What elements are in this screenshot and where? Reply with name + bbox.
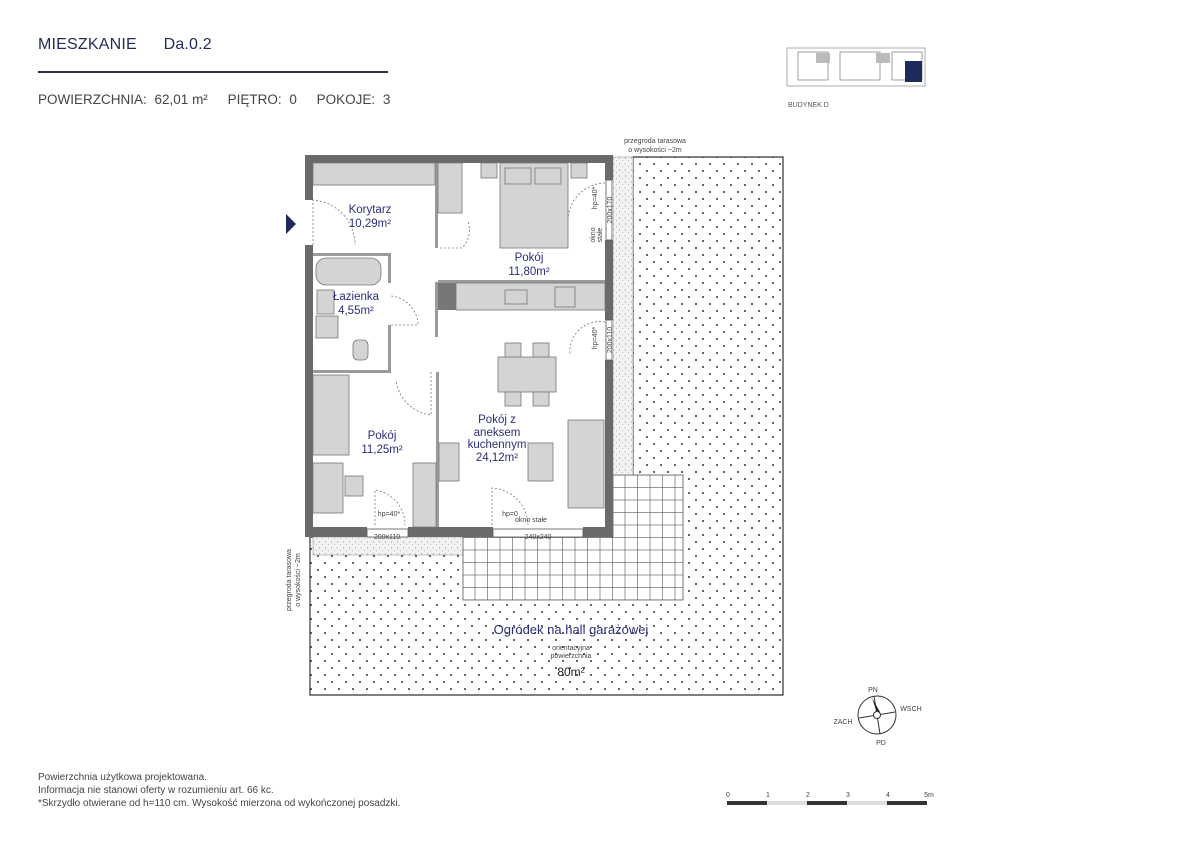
partition-left-2: o wysokości ~2m (295, 553, 302, 607)
garden-sub1: orientacyjna (552, 645, 590, 652)
floor-value: 0 (289, 92, 297, 107)
bedroom2-area: 11,25m² (361, 444, 403, 456)
corridor-area: 10,29m² (349, 218, 391, 230)
scale-tick: 4 (886, 792, 890, 799)
unit-stats: POWIERZCHNIA: 62,01 m² PIĘTRO: 0 POKOJE:… (38, 92, 394, 107)
scale-tick: 2 (806, 792, 810, 799)
win-right-top: 200x170 (607, 196, 614, 223)
area-label: POWIERZCHNIA: (38, 92, 147, 107)
compass-n: PN (868, 687, 878, 694)
interior-walls (313, 163, 605, 527)
title-divider (38, 71, 388, 73)
corridor-name: Korytarz (349, 204, 392, 216)
dining-table (497, 356, 557, 393)
scale-tick: 1 (766, 792, 770, 799)
unit-highlight (905, 61, 922, 82)
win-bottom-mid: 240x240 (525, 534, 552, 541)
entrance-door (312, 199, 356, 246)
hp-bottom-left: hp=40* (378, 511, 401, 518)
closet (437, 162, 463, 214)
living-name-3: kuchennym (468, 439, 527, 451)
kitchen-counter (455, 282, 606, 311)
note: *Skrzydło otwierane od h=110 cm. Wysokoś… (38, 798, 401, 809)
key-plan: BUDYNEK D (786, 47, 926, 109)
bedroom1-name: Pokój (515, 252, 544, 264)
single-bed (312, 374, 350, 456)
washing-machine (315, 315, 339, 339)
wardrobe-2 (412, 462, 437, 528)
note: Informacja nie stanowi oferty w rozumien… (38, 785, 274, 796)
hp-bottom-mid: hp=0 (502, 511, 518, 518)
fixed-window-right-1: okno (590, 227, 597, 242)
garden-title: Ogródek na hali garażowej (494, 622, 649, 637)
compass-e: WSCH (900, 706, 921, 713)
cooktop (554, 286, 576, 308)
garden-area: 80m² (557, 665, 584, 679)
area-value: 62,01 m² (154, 92, 208, 107)
win-right-mid: 200x110 (607, 327, 614, 353)
hp-right-top: hp=40* (592, 187, 599, 210)
scale-tick: 0 (726, 792, 730, 799)
floor-label: PIĘTRO: (227, 92, 282, 107)
partition-top-1: przegroda tarasowa (624, 138, 686, 145)
scale-tick: 3 (846, 792, 850, 799)
garden-sub2: powierzchnia (551, 653, 592, 660)
hp-right-mid: hp=40* (592, 327, 599, 350)
bathtub (315, 257, 382, 286)
fixed-window-bottom: okno stałe (515, 517, 547, 524)
unit-label: MIESZKANIE (38, 36, 137, 53)
partition-top-2: o wysokości ~2m (628, 147, 682, 154)
bedroom1-area: 11,80m² (508, 266, 550, 278)
sink (316, 289, 335, 315)
desk (312, 462, 344, 514)
living-name-1: Pokój z (478, 414, 516, 426)
partition-left-1: przegroda tarasowa (286, 549, 293, 611)
scale-tick: 5m (924, 792, 934, 799)
rooms-value: 3 (382, 92, 391, 107)
note: Powierzchnia użytkowa projektowana. (38, 772, 207, 783)
sofa (567, 419, 605, 509)
footnotes: Powierzchnia użytkowa projektowana. Info… (38, 771, 400, 810)
living-area: 24,12m² (476, 452, 518, 464)
tv-unit (438, 442, 460, 482)
unit-id: Da.0.2 (163, 36, 212, 53)
living-name-2: aneksem (474, 427, 521, 439)
entrance-arrow-icon (286, 214, 296, 234)
garden: Ogródek na hali garażowej orientacyjna p… (309, 156, 784, 696)
compass-icon: PN WSCH ZACH PD (833, 687, 921, 747)
chair (344, 475, 364, 497)
furniture (312, 162, 606, 528)
rooms-label: POKOJE: (316, 92, 376, 107)
scale-bar: 0 1 2 3 4 5m (726, 792, 934, 805)
coffee-table (527, 442, 554, 482)
fixed-window-right-2: stałe (597, 228, 604, 243)
building-label: BUDYNEK D (788, 102, 829, 109)
bedroom2-name: Pokój (368, 430, 397, 442)
toilet (352, 339, 369, 361)
win-bottom-left: 200x110 (374, 534, 400, 541)
exterior-walls (305, 155, 613, 538)
page-title: MIESZKANIE Da.0.2 (38, 36, 234, 54)
doors (374, 182, 606, 526)
compass-s: PD (876, 740, 886, 747)
bathroom-name: Łazienka (333, 291, 380, 303)
wardrobe (312, 162, 436, 186)
compass-w: ZACH (833, 719, 852, 726)
bathroom-area: 4,55m² (338, 305, 374, 317)
